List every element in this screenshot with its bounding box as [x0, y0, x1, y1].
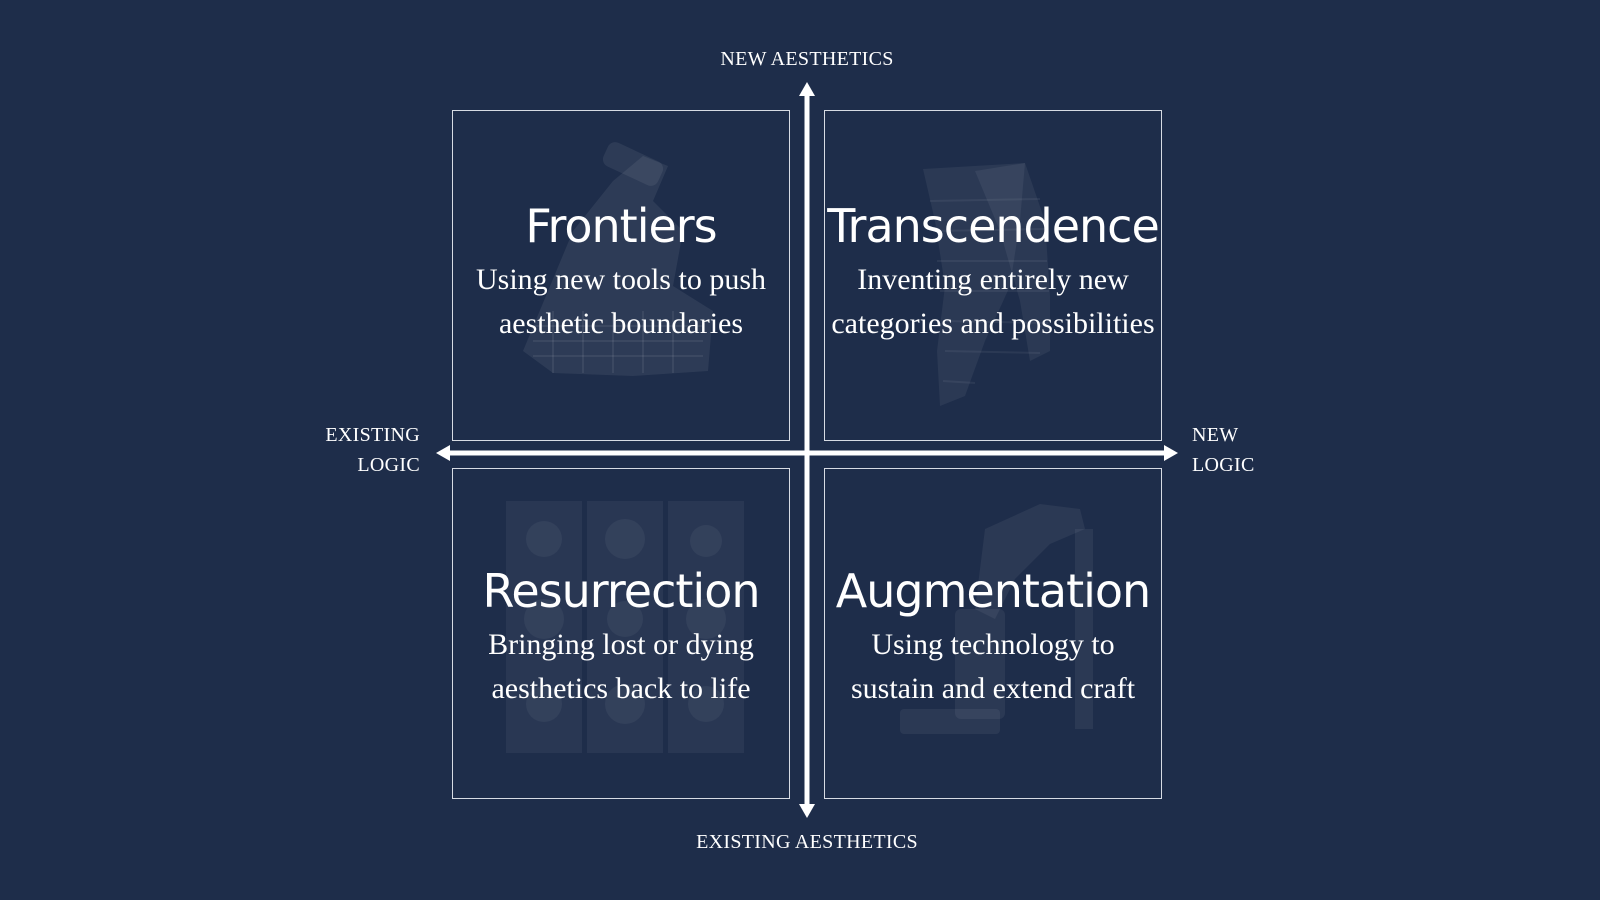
quadrant-frontiers: Frontiers Using new tools to push aesthe… [452, 110, 790, 441]
axis-label-new-aesthetics: NEW AESTHETICS [720, 48, 894, 70]
axis-label-line: EXISTING [325, 424, 420, 446]
quadrant-description: Using new tools to push aesthetic bounda… [475, 263, 766, 340]
arrow-left-icon [436, 445, 450, 461]
axis-label-line: NEW [1192, 424, 1239, 446]
quadrant-text: Resurrection Bringing lost or dying aest… [443, 561, 799, 711]
arrow-down-icon [799, 804, 815, 818]
quadrant-text: Frontiers Using new tools to push aesthe… [443, 196, 799, 346]
quadrant-title: Augmentation [835, 564, 1151, 618]
quadrant-text: Transcendence Inventing entirely new cat… [815, 196, 1171, 346]
quadrant-description: Bringing lost or dying aesthetics back t… [488, 628, 754, 705]
quadrant-title: Transcendence [827, 199, 1160, 253]
axis-label-line: LOGIC [1192, 454, 1255, 476]
quadrant-description: Using technology to sustain and extend c… [850, 628, 1136, 705]
quadrant-augmentation: Augmentation Using technology to sustain… [824, 468, 1162, 799]
axis-label-existing-logic: EXISTING LOGIC [325, 420, 420, 480]
axis-label-existing-aesthetics: EXISTING AESTHETICS [696, 831, 918, 853]
axis-label-new-logic: NEW LOGIC [1192, 420, 1255, 480]
quadrant-title: Resurrection [482, 564, 760, 618]
arrow-up-icon [799, 82, 815, 96]
quadrant-transcendence: Transcendence Inventing entirely new cat… [824, 110, 1162, 441]
axis-label-line: LOGIC [357, 454, 420, 476]
quadrant-text: Augmentation Using technology to sustain… [815, 561, 1171, 711]
quadrant-title: Frontiers [525, 199, 717, 253]
quadrant-description: Inventing entirely new categories and po… [831, 263, 1155, 340]
arrow-right-icon [1164, 445, 1178, 461]
quadrant-resurrection: Resurrection Bringing lost or dying aest… [452, 468, 790, 799]
